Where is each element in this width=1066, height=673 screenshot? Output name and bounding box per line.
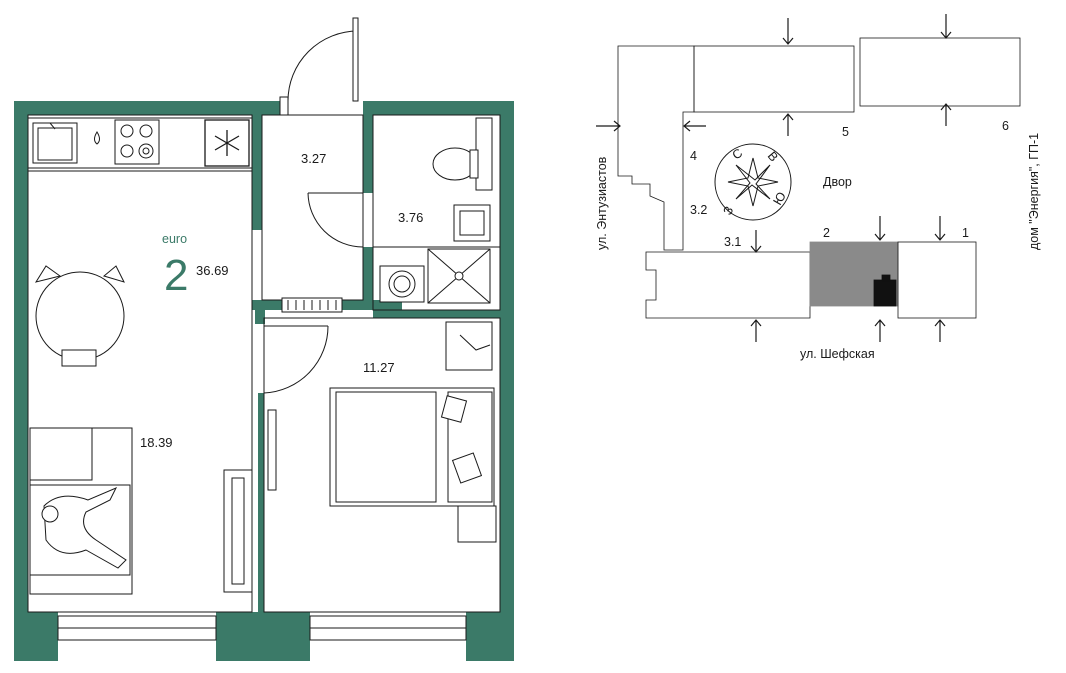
shower-icon xyxy=(427,248,491,304)
compass-rose-icon xyxy=(714,143,792,221)
street-bottom-label: ул. Шефская xyxy=(800,347,875,361)
neighbor-label: дом "Энергия", ГП-1 xyxy=(1027,133,1041,250)
building-left xyxy=(617,45,695,251)
section-4-label: 4 xyxy=(690,149,697,163)
room-area-bedroom: 11.27 xyxy=(363,360,395,375)
apartment-plan: euro 2 36.69 3.27 3.76 18.39 11.27 xyxy=(14,17,514,661)
rooms-count: 2 xyxy=(164,251,188,300)
type-label: euro xyxy=(162,232,187,246)
room-area-living-kitchen: 18.39 xyxy=(140,435,173,450)
section-1-label: 1 xyxy=(962,226,969,240)
interior-lines xyxy=(27,114,501,613)
section-3-1-label: 3.1 xyxy=(724,235,741,249)
total-area: 36.69 xyxy=(196,263,229,278)
site-plan xyxy=(596,14,1021,342)
building-5 xyxy=(693,45,855,113)
bedroom-furniture xyxy=(267,321,497,543)
compass-north: С xyxy=(730,146,745,163)
compass-south: Ю xyxy=(770,189,789,207)
outer-walls xyxy=(14,101,514,661)
sofa-icon xyxy=(29,427,133,595)
building-1 xyxy=(897,241,977,319)
kitchen-counter xyxy=(27,117,253,169)
section-6-label: 6 xyxy=(1002,119,1009,133)
radiator-icon xyxy=(281,297,343,313)
section-3-2-label: 3.2 xyxy=(690,203,707,217)
room-area-bathroom: 3.76 xyxy=(398,210,423,225)
site-plan-labels: Двор ул. Шефская ул. Энтузиастов дом "Эн… xyxy=(595,119,1041,361)
toilet-icon xyxy=(432,117,493,191)
courtyard-label: Двор xyxy=(823,175,852,189)
snowflake-icon xyxy=(204,119,250,167)
apartment-marker xyxy=(873,279,897,307)
compass-east: В xyxy=(765,149,781,164)
arrow-icon xyxy=(596,14,952,342)
street-left-label: ул. Энтузиастов xyxy=(595,156,609,250)
sink-icon xyxy=(32,122,78,164)
dining-table xyxy=(34,265,125,367)
doors xyxy=(263,17,364,394)
stove-icon xyxy=(114,119,160,165)
bathroom-fixtures xyxy=(379,117,493,304)
section-5-label: 5 xyxy=(842,125,849,139)
apartment-marker-cap xyxy=(881,274,891,282)
bed-icon xyxy=(329,387,495,507)
tv-icon xyxy=(223,469,253,593)
windows xyxy=(57,615,467,641)
section-2-label: 2 xyxy=(823,226,830,240)
building-3 xyxy=(645,251,811,319)
washing-machine-icon xyxy=(379,265,425,303)
water-drop-icon xyxy=(94,131,100,145)
building-6 xyxy=(859,37,1021,107)
room-area-hallway: 3.27 xyxy=(301,151,326,166)
